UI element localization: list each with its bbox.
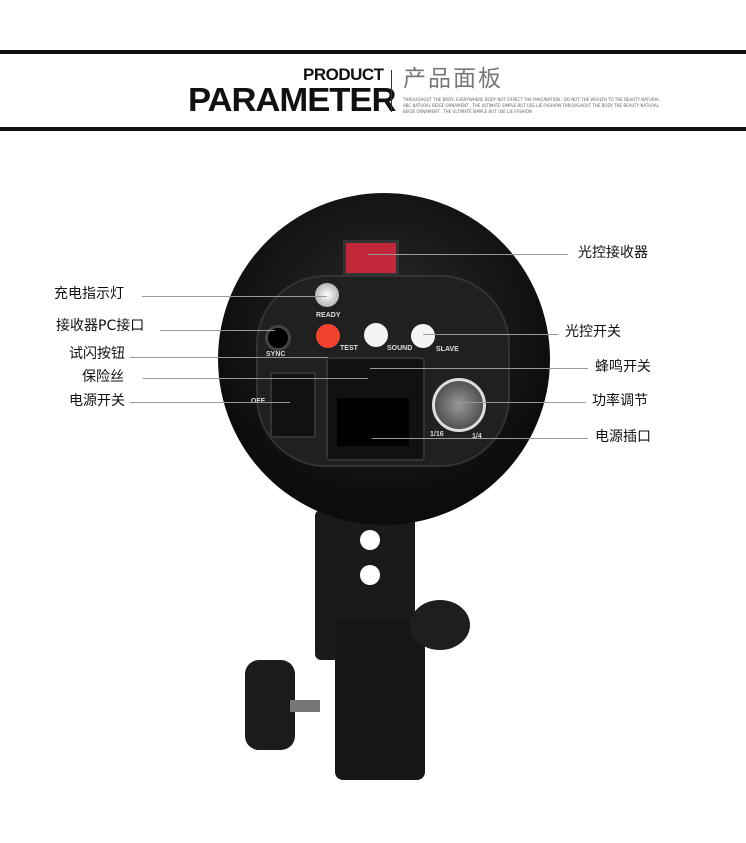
leader-line: [130, 357, 328, 358]
leader-line: [370, 368, 588, 369]
callout-optical-receiver: 光控接收器: [578, 245, 648, 261]
title-small: PRODUCT: [303, 65, 384, 84]
power-max-label: 1/4: [472, 433, 482, 440]
callout-test-button: 试闪按钮: [69, 346, 125, 362]
leader-line: [142, 296, 327, 297]
test-label: TEST: [340, 345, 358, 352]
stand-mount: [335, 620, 425, 780]
leader-line: [143, 378, 368, 379]
power-min-label: 1/16: [430, 431, 444, 438]
power-switch[interactable]: [270, 372, 316, 438]
top-rule: [0, 50, 746, 54]
sound-label: SOUND: [387, 345, 413, 352]
leader-line: [456, 402, 586, 403]
locking-knob: [245, 660, 295, 750]
title-large: PARAMETER: [188, 81, 396, 118]
sync-port[interactable]: [265, 325, 291, 351]
callout-power-dial: 功率调节: [592, 393, 648, 409]
tagline: THROUGHOUT THE BODY, EVERYWHERE BODY NOT…: [403, 97, 660, 114]
leader-line: [423, 334, 558, 335]
test-button[interactable]: [316, 324, 340, 348]
ready-label: READY: [316, 312, 341, 319]
callout-ready-led: 充电指示灯: [54, 286, 124, 302]
callout-power-socket: 电源插口: [595, 429, 651, 445]
callout-power-switch: 电源开关: [69, 393, 125, 409]
knob-screw: [290, 700, 320, 712]
callout-sound-switch: 蜂鸣开关: [595, 359, 651, 375]
leader-line: [160, 330, 275, 331]
bottom-rule: [0, 127, 746, 131]
off-label: OFF: [251, 398, 265, 406]
ready-led: [315, 283, 339, 307]
leader-line: [368, 254, 568, 255]
callout-fuse: 保险丝: [82, 369, 124, 385]
title-cn: 产品面板: [403, 66, 503, 92]
sound-button[interactable]: [364, 323, 388, 347]
leader-line: [372, 438, 588, 439]
tilt-knob: [410, 600, 470, 650]
callout-slave-switch: 光控开关: [565, 324, 621, 340]
sync-label: SYNC: [266, 351, 286, 358]
bracket-hole: [360, 565, 380, 585]
bracket-hole: [360, 530, 380, 550]
slave-label: SLAVE: [436, 346, 459, 353]
leader-line: [130, 402, 290, 403]
callout-pc-port: 接收器PC接口: [56, 318, 145, 334]
optical-receiver: [343, 240, 399, 276]
power-dial[interactable]: [432, 378, 486, 432]
title-divider: [391, 70, 392, 112]
slave-button[interactable]: [411, 324, 435, 348]
